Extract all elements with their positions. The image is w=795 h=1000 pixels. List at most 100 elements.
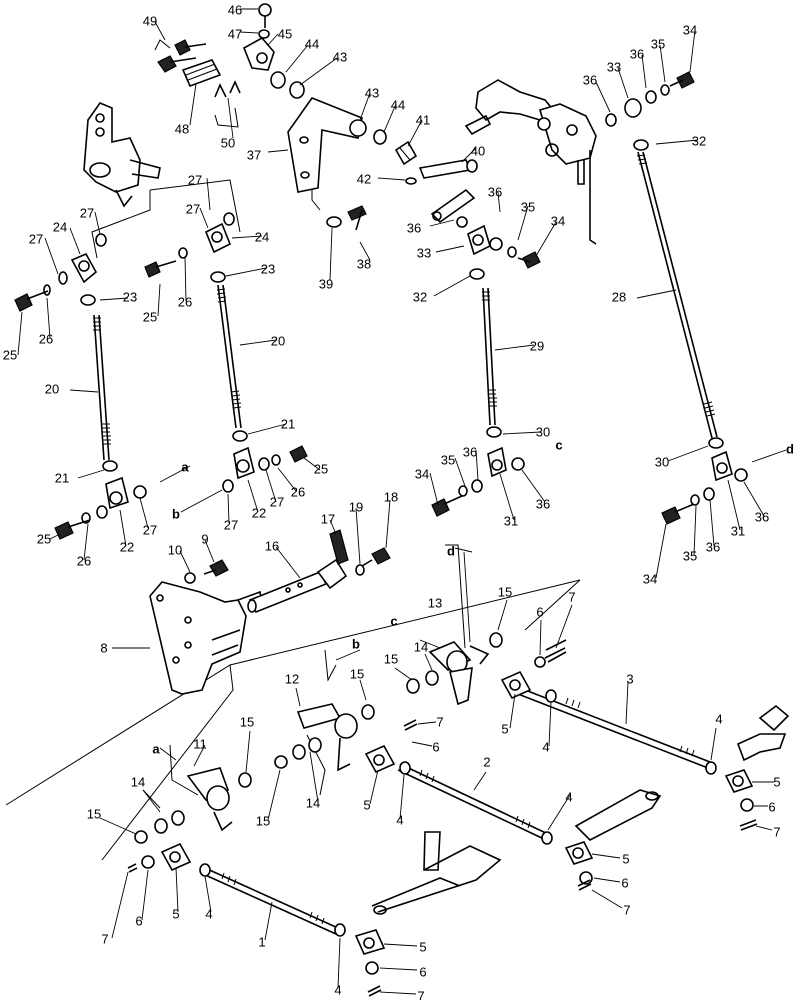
callout-c-32b: 32 (692, 133, 706, 148)
callout-c-22a: 22 (252, 505, 266, 520)
callout-c-20a: 20 (271, 333, 285, 348)
callout-c-27a: 27 (80, 205, 94, 220)
top-small-parts (157, 3, 305, 99)
cotter-pins-7 (127, 647, 758, 997)
callout-c-24a: 24 (53, 219, 67, 234)
callout-c-14c: 14 (306, 795, 320, 810)
callout-c-13: 13 (428, 595, 442, 610)
callout-c-9: 9 (201, 531, 208, 546)
callout-c-1: 1 (258, 934, 265, 949)
callout-c-26a: 26 (178, 294, 192, 309)
callout-c-5e: 5 (172, 906, 179, 921)
callout-c-21a: 21 (281, 416, 295, 431)
callout-c-15d: 15 (240, 714, 254, 729)
callout-c-42: 42 (357, 171, 371, 186)
callout-c-20b: 20 (45, 381, 59, 396)
callout-c-49b: 27 (188, 172, 202, 187)
callout-c-44b: 44 (391, 97, 405, 112)
bellcrank-13 (406, 632, 567, 706)
steering-bracket-top-left (83, 102, 161, 208)
callout-c-36a: 36 (407, 220, 421, 235)
callout-c-6e: 6 (135, 913, 142, 928)
callout-c-28: 28 (612, 289, 626, 304)
callout-c-5c: 5 (363, 797, 370, 812)
rod-29 (482, 287, 497, 426)
callout-c-b2: b (352, 636, 360, 651)
control-bracket-top-right (464, 71, 695, 245)
callout-c-33a: 33 (417, 245, 431, 260)
callout-c-7e: 7 (101, 931, 108, 946)
shaft-16 (184, 529, 391, 614)
callout-c-26b: 26 (39, 331, 53, 346)
callout-c-c1: c (555, 437, 562, 452)
callout-c-35a: 35 (521, 199, 535, 214)
callout-c-36c: 36 (630, 46, 644, 61)
callout-c-7b: 7 (773, 824, 780, 839)
callout-c-14b: 14 (131, 774, 145, 789)
callout-c-24b: 24 (255, 229, 269, 244)
callout-c-23a: 23 (261, 261, 275, 276)
rod-20-left (93, 314, 111, 461)
callout-c-44a: 44 (305, 36, 319, 51)
callout-c-3: 3 (626, 671, 633, 686)
callout-c-7d: 7 (623, 902, 630, 917)
callout-c-31a: 31 (504, 513, 518, 528)
callout-c-6f: 6 (419, 964, 426, 979)
callout-c-14a: 14 (414, 639, 428, 654)
bracket-37 (287, 97, 418, 193)
callout-c-4b: 4 (715, 711, 722, 726)
callout-c-39: 39 (319, 276, 333, 291)
callout-c-6a: 6 (536, 604, 543, 619)
callout-c-34a: 34 (551, 213, 565, 228)
callout-c-15b: 15 (384, 651, 398, 666)
callout-c-5d: 5 (622, 851, 629, 866)
callout-c-26d: 26 (77, 553, 91, 568)
callout-c-a1: a (181, 459, 189, 474)
callout-c-50: 50 (221, 135, 235, 150)
callout-c-38: 38 (357, 256, 371, 271)
callout-c-d2: d (447, 543, 455, 558)
callout-c-37: 37 (247, 147, 261, 162)
callout-c-43a: 43 (333, 49, 347, 64)
mount-bracket-8 (149, 581, 263, 695)
bellcrank-11 (134, 767, 252, 844)
rod-28 (636, 151, 718, 439)
callout-c-29: 29 (530, 338, 544, 353)
link-rod-2 (364, 744, 662, 885)
callout-c-15c: 15 (350, 666, 364, 681)
callout-c-22b: 22 (120, 539, 134, 554)
callout-c-35d: 35 (683, 548, 697, 563)
callout-c-36g: 36 (755, 509, 769, 524)
callout-c-48: 48 (175, 121, 189, 136)
callout-c-5f: 5 (419, 939, 426, 954)
link-rod-1 (141, 831, 502, 975)
callout-c-10: 10 (168, 542, 182, 557)
callout-c-6c: 6 (432, 739, 439, 754)
callout-c-46: 46 (228, 2, 242, 17)
rod-20-center (216, 284, 242, 429)
callout-c-7c: 7 (436, 714, 443, 729)
callout-c-27f: 27 (143, 522, 157, 537)
callout-c-35b: 35 (651, 36, 665, 51)
callout-c-15e: 15 (87, 806, 101, 821)
callout-c-36d: 36 (583, 72, 597, 87)
callout-c-25b: 25 (3, 347, 17, 362)
callout-c-36h: 36 (706, 539, 720, 554)
callout-c-34d: 34 (643, 571, 657, 586)
callout-c-8: 8 (100, 640, 107, 655)
callout-c-6b: 6 (768, 799, 775, 814)
callout-c-31b: 31 (731, 523, 745, 538)
rod-end-fittings (14, 139, 748, 540)
callout-c-c2: c (390, 613, 397, 628)
callout-c-5a: 5 (501, 721, 508, 736)
callout-c-11: 11 (193, 736, 207, 751)
callout-c-16: 16 (265, 538, 279, 553)
callout-c-36b: 36 (488, 184, 502, 199)
callout-c-30a: 30 (536, 424, 550, 439)
callout-c-30b: 30 (655, 454, 669, 469)
callout-c-15a: 15 (498, 584, 512, 599)
callout-c-34c: 34 (415, 466, 429, 481)
callout-c-18: 18 (384, 489, 398, 504)
callout-c-25c: 25 (314, 461, 328, 476)
